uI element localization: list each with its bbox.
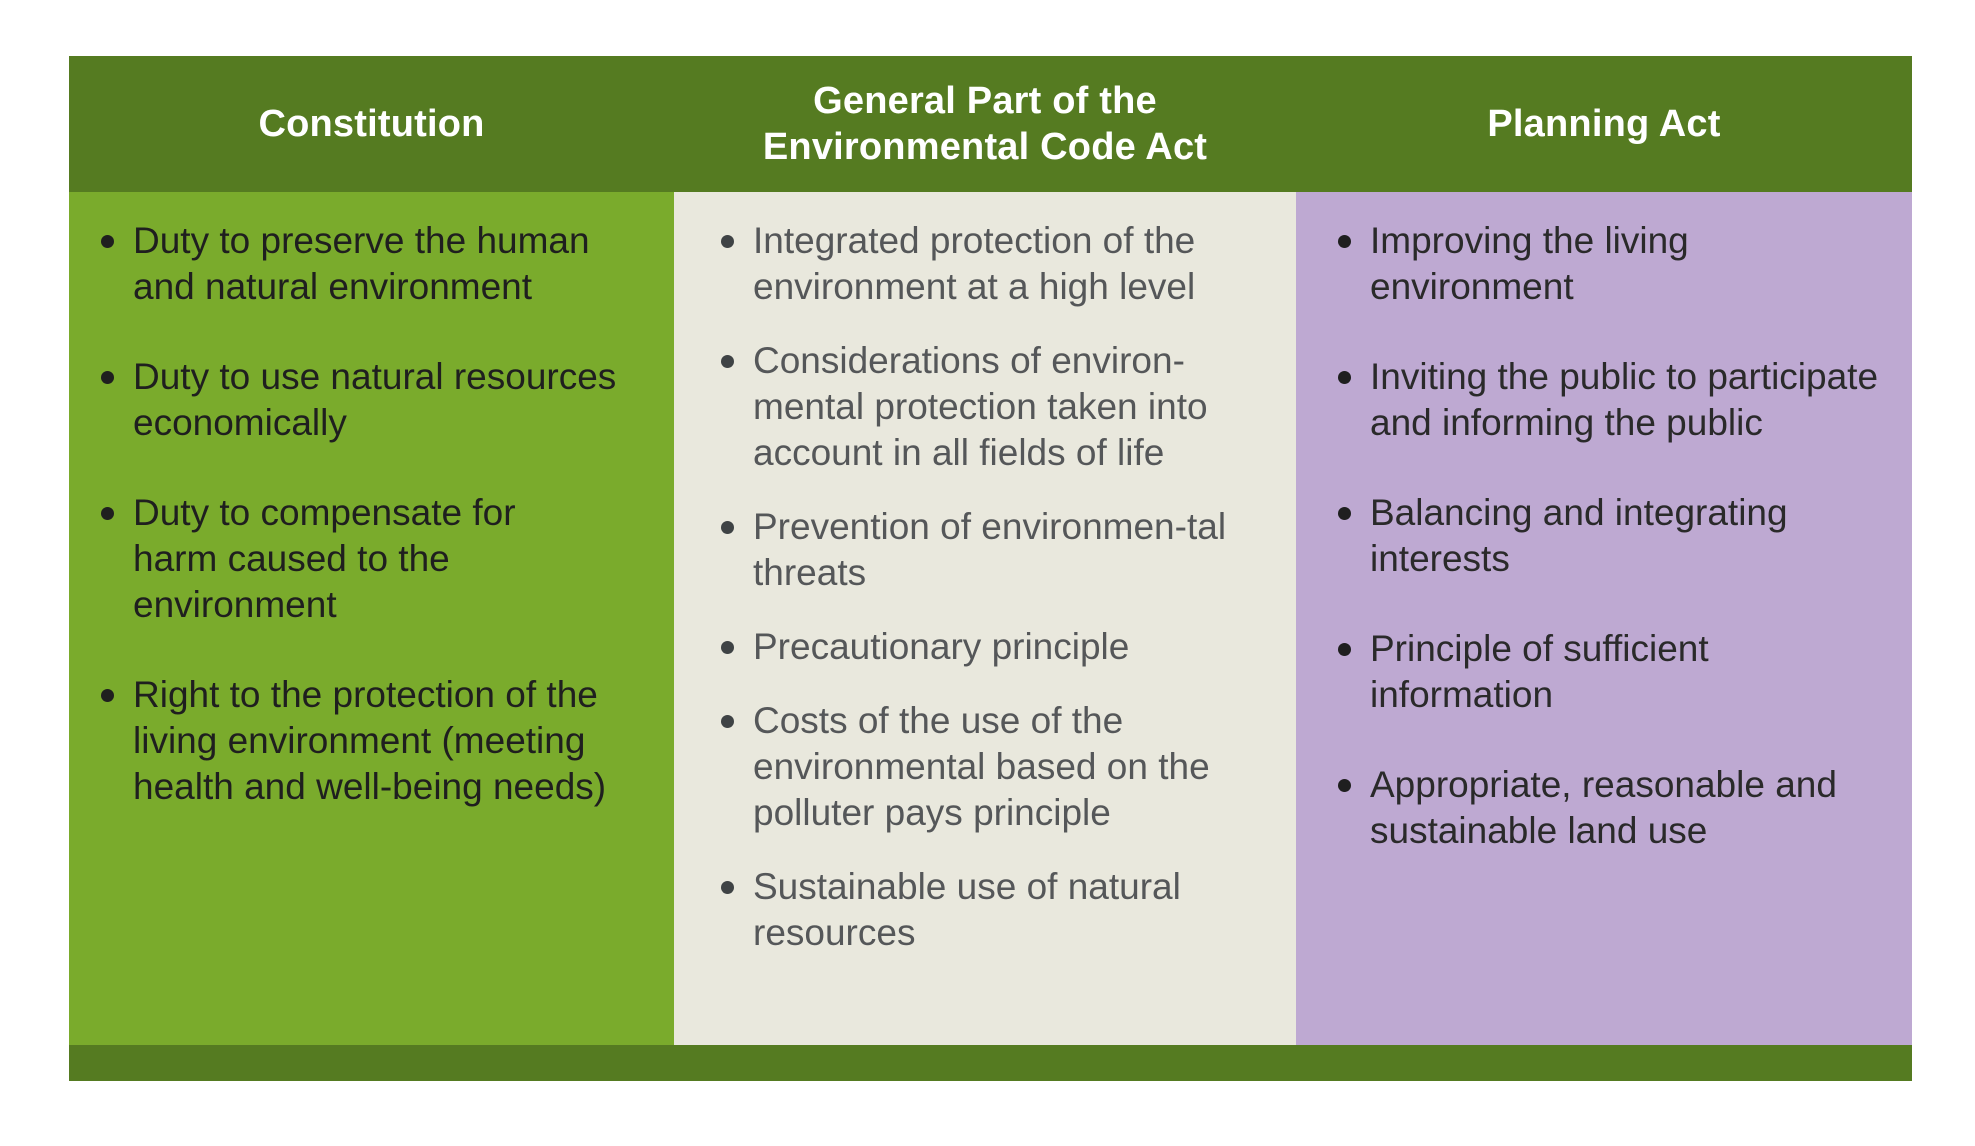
list-item: Balancing and integrating interests [1336, 490, 1888, 582]
list-item: Sustainable use of natural resources [719, 864, 1280, 956]
header-constitution: Constitution [258, 103, 485, 145]
bullet-icon [101, 371, 114, 384]
list-item: Costs of the use of the environmental ba… [719, 698, 1280, 836]
header-environmental-code: General Part of the Environmental Code A… [674, 56, 1296, 192]
bullet-icon [1338, 779, 1351, 792]
header-planning-act: Planning Act [1487, 103, 1721, 145]
bullet-icon [101, 507, 114, 520]
list-item: Considerations of environ-mental protect… [719, 338, 1280, 476]
list-item: Appropriate, reasonable and sustainable … [1336, 762, 1888, 854]
header-environmental-code-text: General Part of the Environmental Code A… [762, 80, 1208, 168]
bullet-icon [721, 881, 734, 894]
bullet-icon [1338, 643, 1351, 656]
bullet-icon [1338, 235, 1351, 248]
column-planning-act: Improving the living environment Invitin… [1296, 192, 1912, 1045]
list-item: Duty to compensate for harm caused to th… [99, 490, 603, 628]
list-item: Duty to use natural resources economical… [99, 354, 654, 446]
constitution-list: Duty to preserve the human and natural e… [99, 218, 654, 810]
bullet-icon [721, 641, 734, 654]
bullet-icon [1338, 507, 1351, 520]
planning-act-list: Improving the living environment Invitin… [1336, 218, 1888, 854]
list-item: Right to the protection of the living en… [99, 672, 654, 810]
list-item: Precautionary principle [719, 624, 1280, 670]
bullet-icon [101, 235, 114, 248]
column-constitution: Duty to preserve the human and natural e… [69, 192, 674, 1045]
bullet-icon [721, 521, 734, 534]
bullet-icon [721, 355, 734, 368]
table-header: Constitution General Part of the Environ… [69, 56, 1912, 192]
list-item: Integrated protection of the environment… [719, 218, 1280, 310]
comparison-table: Constitution General Part of the Environ… [69, 56, 1912, 1081]
bullet-icon [1338, 371, 1351, 384]
bullet-icon [721, 715, 734, 728]
list-item: Prevention of environmen-tal threats [719, 504, 1280, 596]
list-item: Improving the living environment [1336, 218, 1810, 310]
bullet-icon [101, 689, 114, 702]
table-body: Duty to preserve the human and natural e… [69, 192, 1912, 1045]
list-item: Principle of sufficient information [1336, 626, 1820, 718]
column-environmental-code: Integrated protection of the environment… [674, 192, 1296, 1045]
bullet-icon [721, 235, 734, 248]
list-item: Inviting the public to participate and i… [1336, 354, 1888, 446]
list-item: Duty to preserve the human and natural e… [99, 218, 623, 310]
environmental-code-list: Integrated protection of the environment… [719, 218, 1280, 956]
